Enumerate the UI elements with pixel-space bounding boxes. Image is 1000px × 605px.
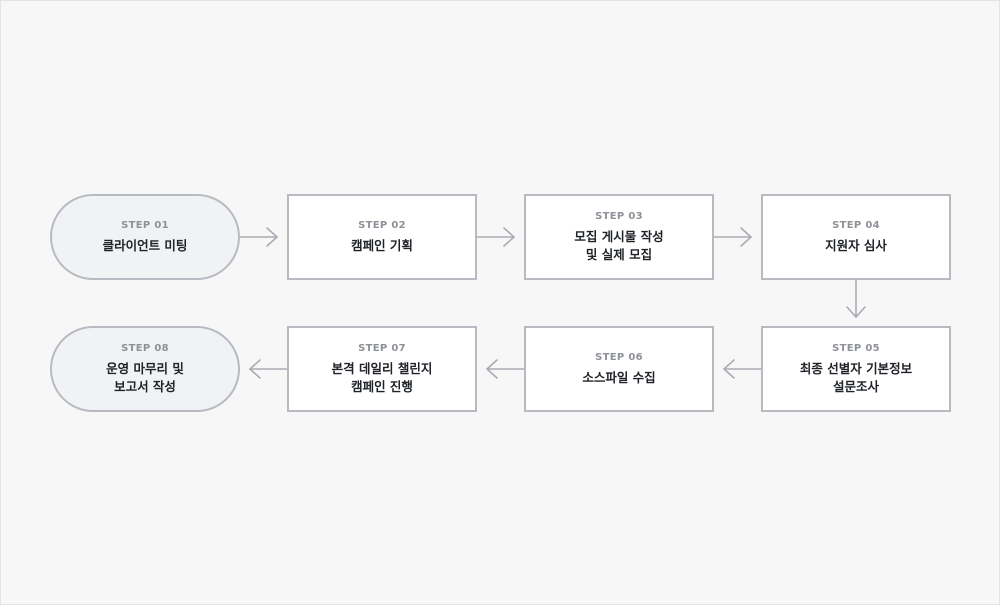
- step-07-label: STEP 07: [358, 342, 406, 354]
- step-03-node: STEP 03 모집 게시물 작성 및 실제 모집: [524, 194, 714, 280]
- step-02-node: STEP 02 캠페인 기획: [287, 194, 477, 280]
- step-05-node: STEP 05 최종 선별자 기본정보 설문조사: [761, 326, 951, 412]
- step-02-label: STEP 02: [358, 219, 406, 231]
- step-06-title: 소스파일 수집: [582, 369, 656, 385]
- arrow-step05-to-step06: [723, 359, 762, 379]
- step-02-title: 캠페인 기획: [351, 237, 413, 253]
- step-08-label: STEP 08: [121, 342, 169, 354]
- step-03-title: 모집 게시물 작성 및 실제 모집: [574, 228, 664, 262]
- step-04-title: 지원자 심사: [825, 237, 887, 253]
- step-04-node: STEP 04 지원자 심사: [761, 194, 951, 280]
- step-08-title: 운영 마무리 및 보고서 작성: [106, 360, 184, 394]
- step-07-node: STEP 07 본격 데일리 챌린지 캠페인 진행: [287, 326, 477, 412]
- step-01-title: 클라이언트 미팅: [102, 237, 188, 253]
- step-08-node: STEP 08 운영 마무리 및 보고서 작성: [50, 326, 240, 412]
- step-07-title: 본격 데일리 챌린지 캠페인 진행: [331, 360, 433, 394]
- arrow-step06-to-step07: [486, 359, 525, 379]
- arrow-step02-to-step03: [476, 227, 515, 247]
- step-05-title: 최종 선별자 기본정보 설문조사: [799, 360, 913, 394]
- arrow-step04-to-step05: [846, 279, 866, 318]
- step-04-label: STEP 04: [832, 219, 880, 231]
- step-03-label: STEP 03: [595, 210, 643, 222]
- step-06-label: STEP 06: [595, 351, 643, 363]
- arrow-step03-to-step04: [713, 227, 752, 247]
- step-01-node: STEP 01 클라이언트 미팅: [50, 194, 240, 280]
- arrow-step07-to-step08: [249, 359, 288, 379]
- arrow-step01-to-step02: [239, 227, 278, 247]
- step-05-label: STEP 05: [832, 342, 880, 354]
- step-06-node: STEP 06 소스파일 수집: [524, 326, 714, 412]
- step-01-label: STEP 01: [121, 219, 169, 231]
